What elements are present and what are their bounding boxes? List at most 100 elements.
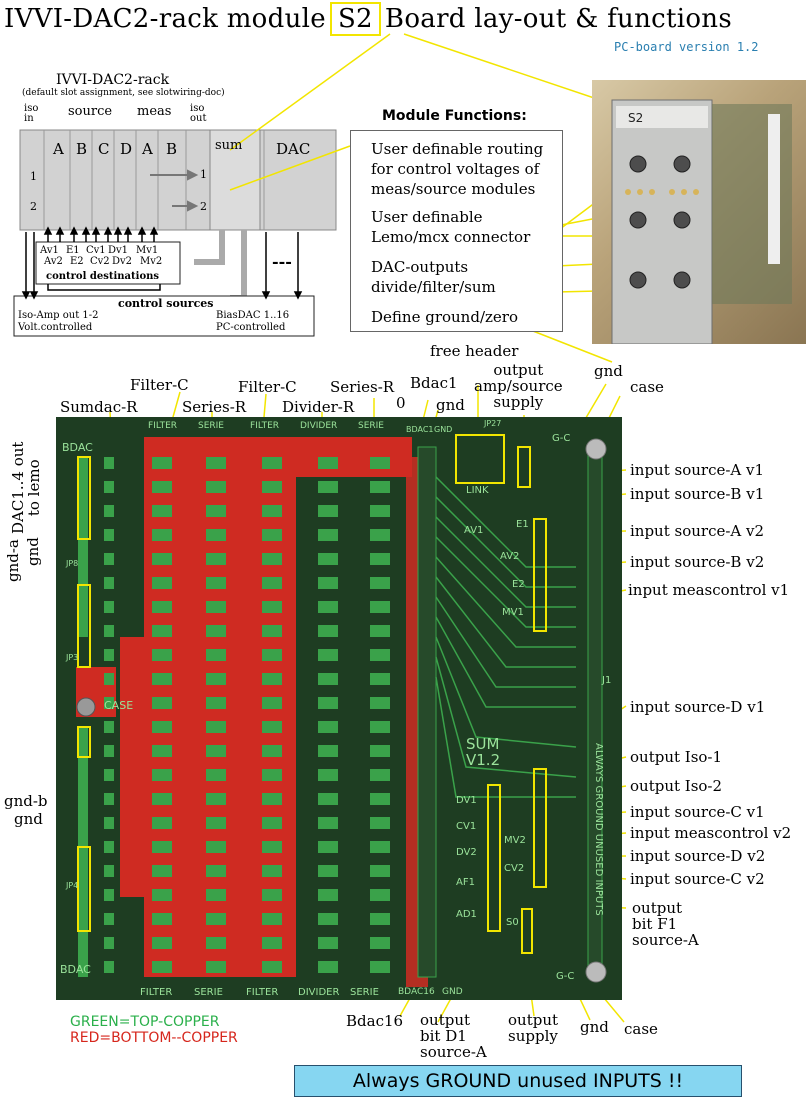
function-routing: User definable routing for control volta… [371, 140, 544, 198]
pad [152, 889, 172, 901]
label-filter-c-1: Filter-C [130, 376, 189, 394]
board-version: V1.2 [466, 751, 501, 769]
dest-mv2: Mv2 [140, 256, 163, 267]
pad [370, 913, 390, 925]
pad [262, 553, 282, 565]
control-destinations-box [35, 241, 181, 285]
label-free-header: free header [430, 342, 519, 360]
jumper-af1: AF1 [456, 877, 475, 888]
photo-ribbon [768, 114, 780, 264]
pad [206, 529, 226, 541]
pad [206, 961, 226, 973]
pad [104, 601, 114, 613]
jumper-s0: S0 [506, 917, 519, 928]
rack-heading: IVVI-DAC2-rack [56, 72, 170, 88]
pad [370, 553, 390, 565]
pad [206, 913, 226, 925]
dest-dv1: Dv1 [108, 245, 129, 256]
photo-label: S2 [628, 111, 643, 125]
rack-slot-c: C [98, 140, 110, 158]
mount-hole-case [76, 697, 96, 717]
strip-top-filter-1: FILTER [148, 421, 178, 431]
photo-pins [625, 189, 699, 195]
sources-dash: --- [272, 252, 292, 271]
jumper-e2: E2 [512, 579, 525, 590]
pad [104, 841, 114, 853]
label-dac-out: DAC1..4 out to lemo [9, 441, 43, 534]
control-arrows [21, 226, 303, 300]
pad [262, 721, 282, 733]
pad [152, 577, 172, 589]
strip-top-serie-1: SERIE [198, 421, 224, 431]
label-source-d-v1: input source-D v1 [630, 698, 766, 716]
pad [152, 553, 172, 565]
pad [104, 625, 114, 637]
pad [370, 721, 390, 733]
label-gnd-b: gnd-b [4, 792, 48, 810]
dest-e2: E2 [70, 256, 84, 267]
pad [206, 505, 226, 517]
pad [370, 937, 390, 949]
rack-meas-label: meas [137, 104, 172, 119]
function-lemo: User definable Lemo/mcx connector [371, 208, 531, 246]
pad [206, 841, 226, 853]
pad [152, 529, 172, 541]
pad [370, 673, 390, 685]
strip-top-jp27: JP27 [484, 419, 502, 428]
strip-bottom-serie-2: SERIE [350, 987, 379, 998]
functions-heading: Module Functions: [382, 108, 527, 124]
jumper-cv1: CV1 [456, 821, 477, 832]
bdac-header [417, 446, 437, 978]
pad [262, 481, 282, 493]
pad [152, 937, 172, 949]
photo-label-plate [616, 106, 708, 128]
label-bdac1: Bdac1 [410, 374, 458, 392]
jumper-e1: E1 [516, 519, 529, 530]
rack-row-1: 1 [30, 170, 37, 183]
title-prefix: IVVI-DAC2-rack module [4, 4, 326, 34]
label-meascontrol-v2: input meascontrol v2 [630, 824, 792, 842]
strip-bottom-bdac16: BDAC16 [398, 987, 435, 997]
pad [318, 865, 338, 877]
pad [318, 937, 338, 949]
mount-hole-bottom [585, 961, 607, 983]
pad [206, 769, 226, 781]
pad [262, 601, 282, 613]
pad [318, 745, 338, 757]
rack-iso-out: iso out [190, 103, 207, 124]
pad [104, 529, 114, 541]
pad [370, 865, 390, 877]
rack-internal-arrows [150, 169, 199, 212]
pad [104, 769, 114, 781]
sources-left-1: Iso-Amp out 1-2 [18, 310, 99, 321]
dest-cv1: Cv1 [86, 245, 106, 256]
pad [104, 721, 114, 733]
pad [262, 745, 282, 757]
pad [206, 721, 226, 733]
pad [262, 769, 282, 781]
pad [262, 817, 282, 829]
pad [206, 457, 226, 469]
pad [370, 745, 390, 757]
pad [206, 865, 226, 877]
jumper-dv1: DV1 [456, 795, 477, 806]
pad [318, 793, 338, 805]
label-bdac16: Bdac16 [346, 1012, 404, 1030]
label-divider-r: Divider-R [282, 398, 355, 416]
pad [370, 961, 390, 973]
pad [152, 841, 172, 853]
jumper-dv2: DV2 [456, 847, 477, 858]
pcb-artwork [76, 434, 607, 987]
board-case: CASE [104, 699, 134, 712]
pad [206, 697, 226, 709]
pad [152, 697, 172, 709]
jumper-av2: AV2 [500, 551, 520, 562]
sources-right-1: BiasDAC 1..16 [216, 310, 290, 321]
pad [206, 649, 226, 661]
jumper-highlights [77, 434, 547, 954]
pad [206, 793, 226, 805]
module-badge: S2 [329, 2, 381, 36]
